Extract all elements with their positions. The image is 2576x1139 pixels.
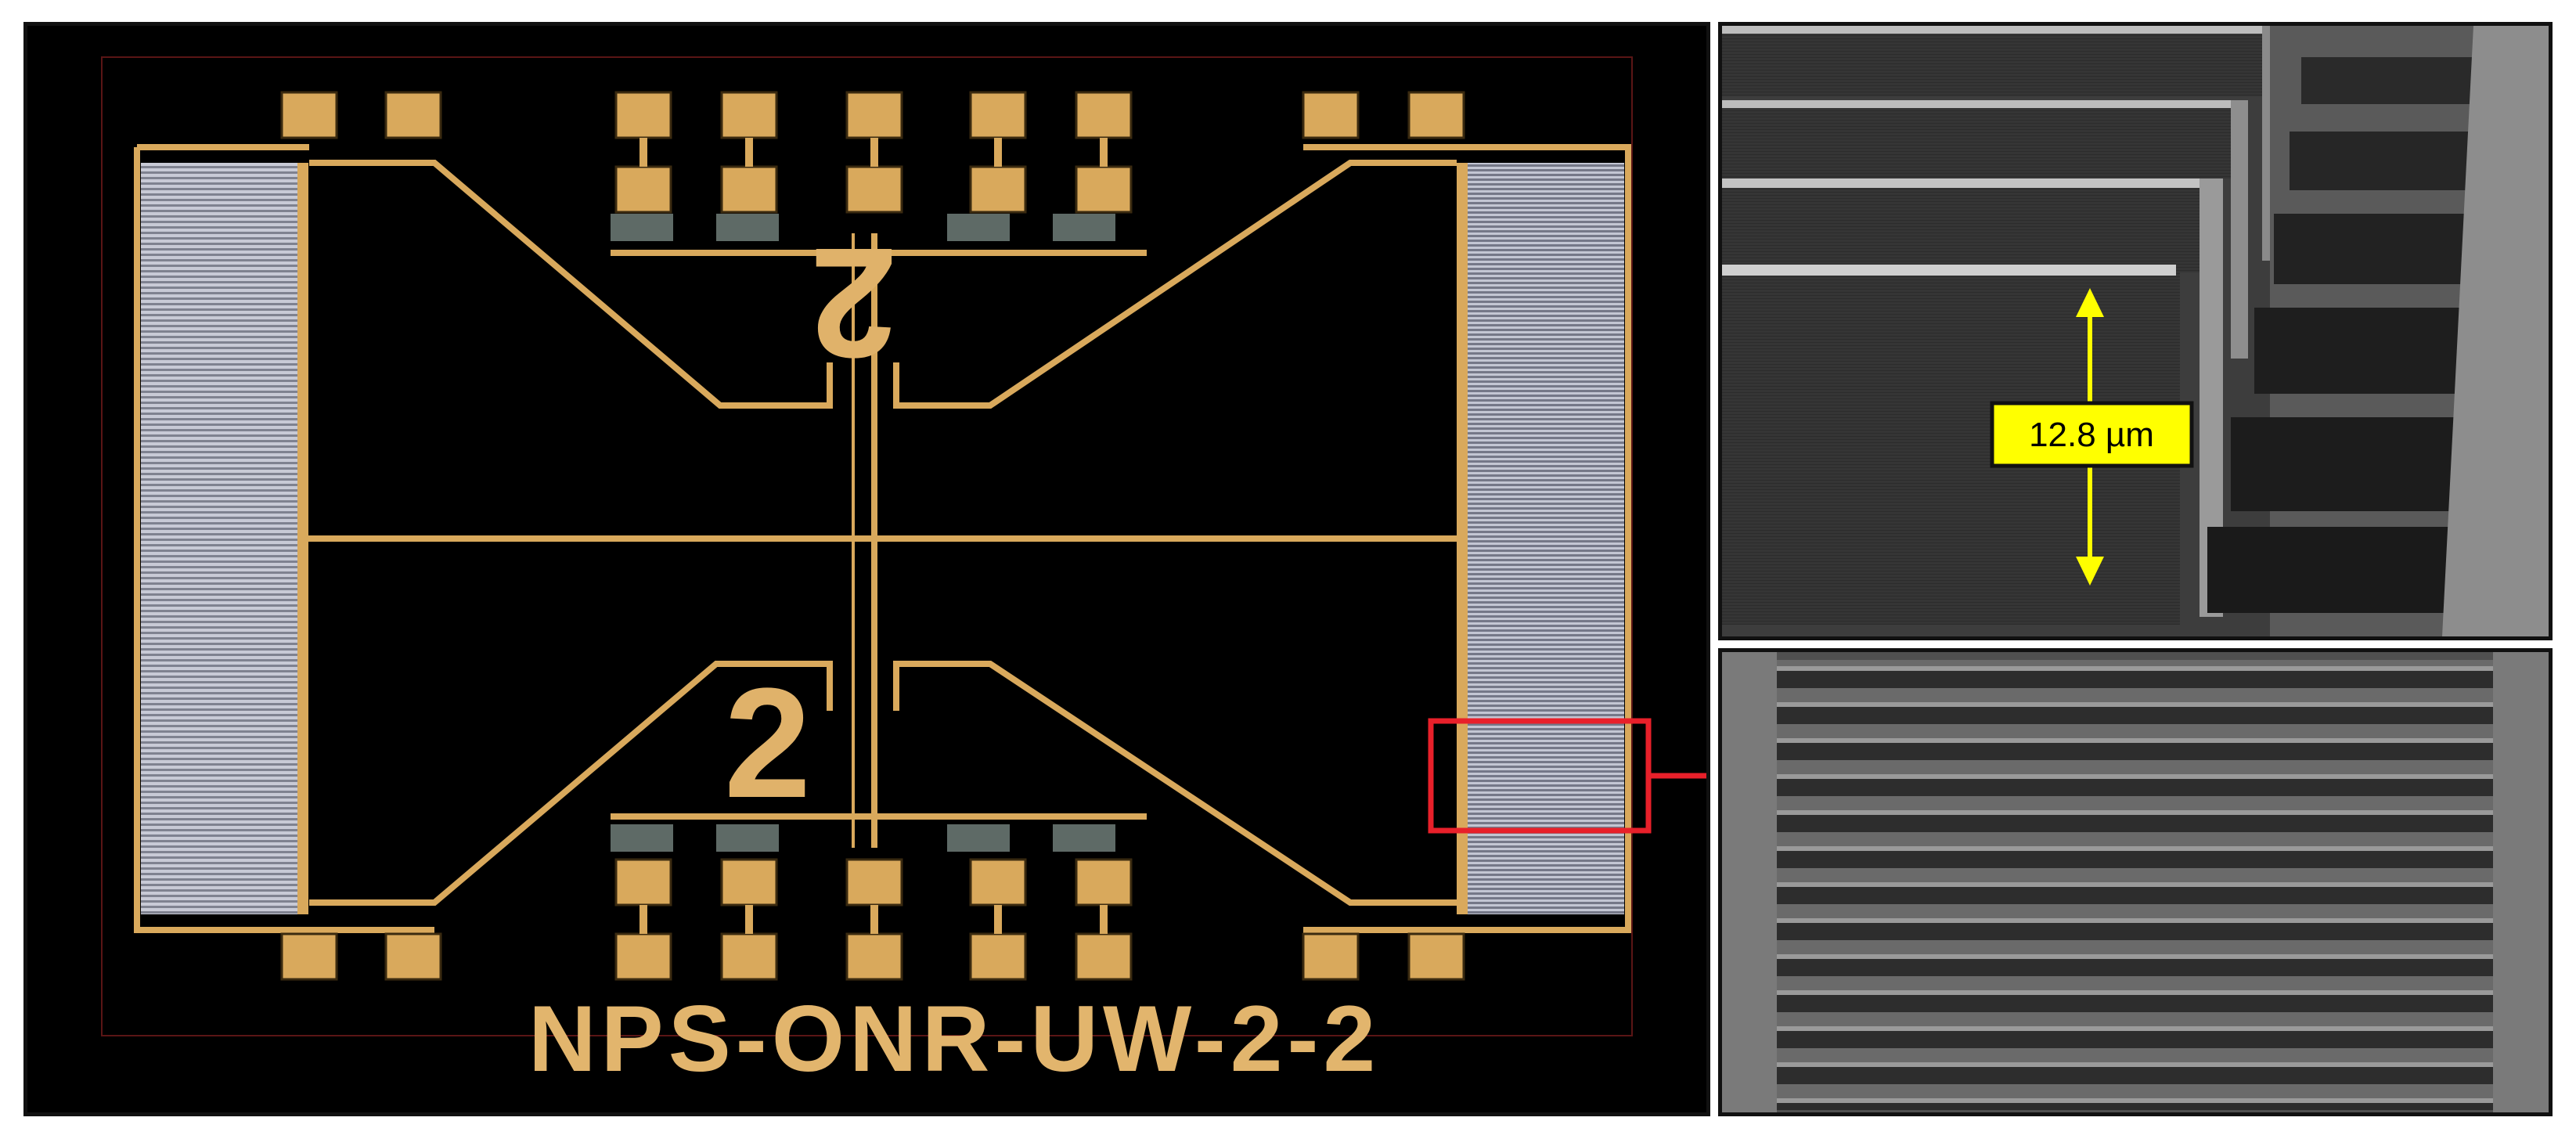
sem-sidewall-panel: 12.8 µm bbox=[1718, 22, 2553, 640]
bond-pads-top bbox=[280, 91, 1465, 214]
bottom-pad-blocks bbox=[611, 824, 1115, 852]
right-electrode-frame bbox=[1303, 144, 1631, 933]
measurement-label-box bbox=[1990, 401, 2194, 468]
central-beams bbox=[308, 160, 1457, 906]
right-comb-drive bbox=[1468, 163, 1624, 914]
comb-fingers bbox=[1777, 660, 2493, 1110]
left-comb-drive bbox=[141, 163, 297, 914]
top-digit: 2 bbox=[810, 215, 897, 390]
chip-image: 2 2 NPS-ONR-UW-2-2 bbox=[101, 56, 1706, 1091]
measurement-label: 12.8 µm bbox=[2029, 416, 2154, 454]
sem-comb-image bbox=[1722, 652, 2549, 1112]
chip-label: NPS-ONR-UW-2-2 bbox=[528, 986, 1380, 1091]
left-electrode-frame bbox=[134, 144, 434, 933]
sem-walls bbox=[1722, 26, 2549, 636]
sem-comb-zoom-panel bbox=[1718, 648, 2553, 1116]
chip-photo-panel: 2 2 NPS-ONR-UW-2-2 bbox=[23, 22, 1710, 1116]
top-pad-blocks bbox=[611, 214, 1115, 241]
bond-pads-bottom bbox=[280, 858, 1465, 981]
right-anchor bbox=[2493, 652, 2549, 1112]
bottom-digit: 2 bbox=[724, 656, 811, 831]
die-border bbox=[101, 56, 1633, 1036]
sem-sidewall-image: 12.8 µm bbox=[1722, 26, 2549, 636]
left-anchor bbox=[1722, 652, 1777, 1112]
